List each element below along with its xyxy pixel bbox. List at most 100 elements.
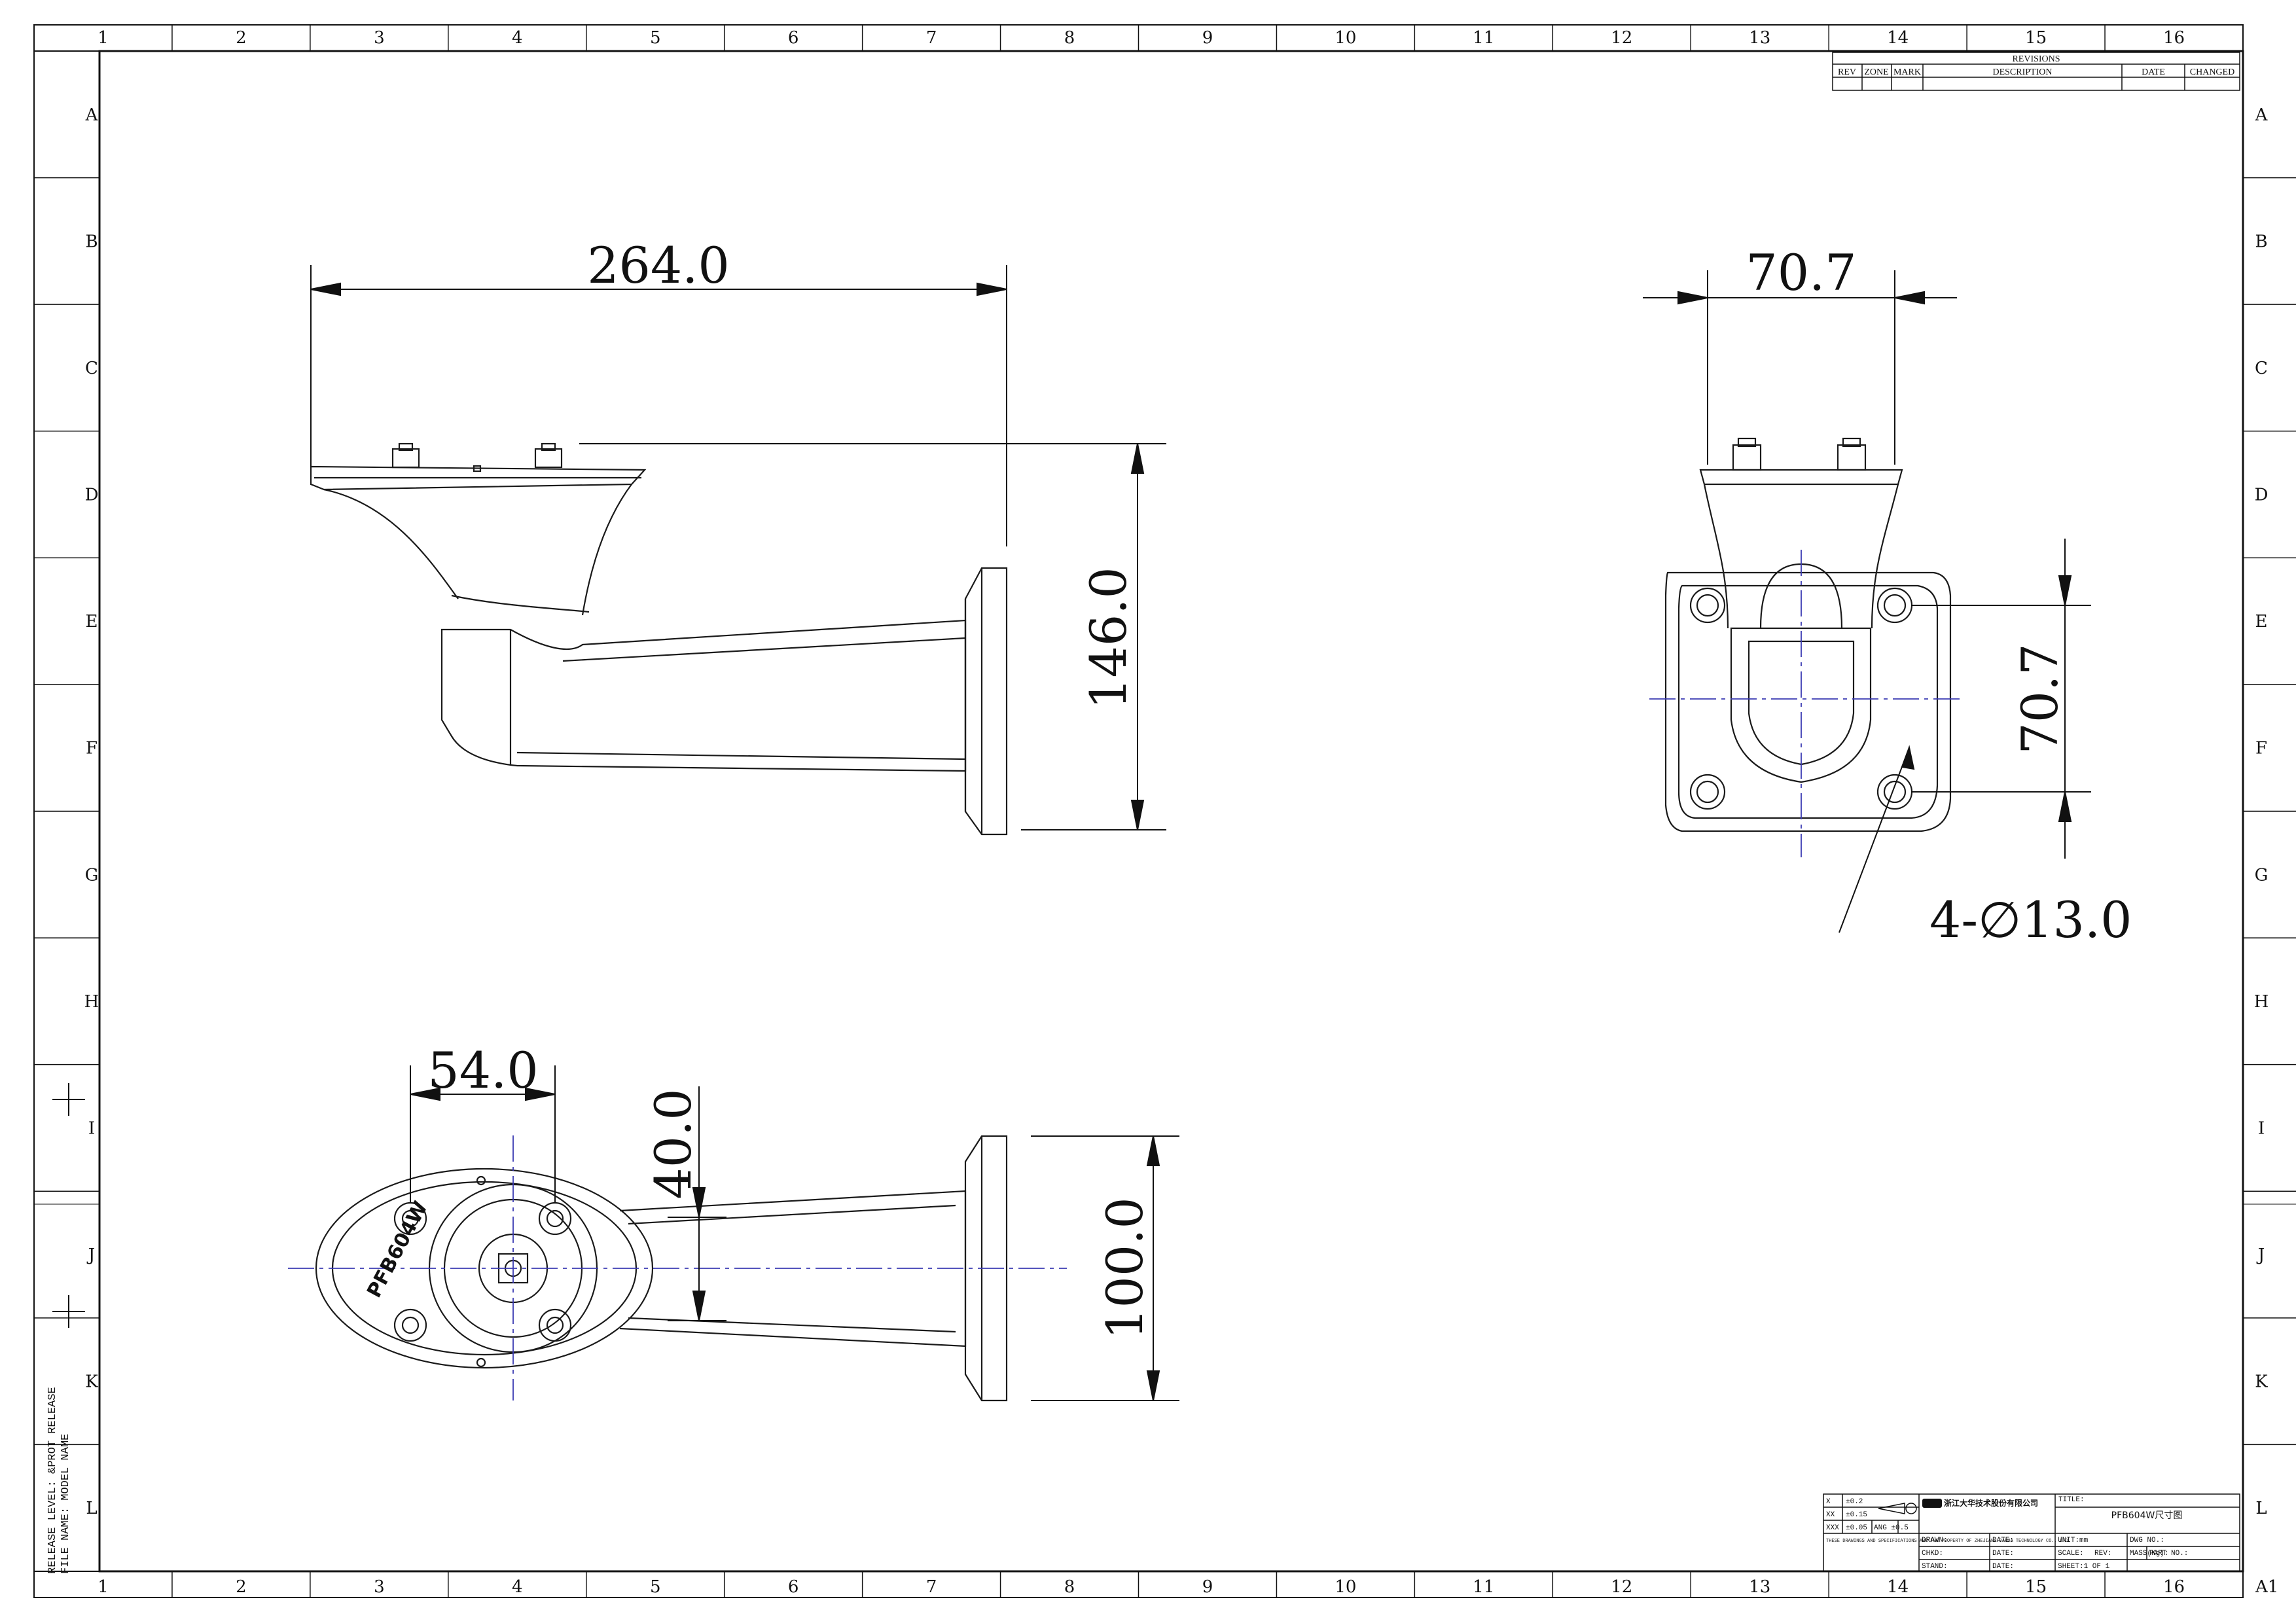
row-label-A: A (2255, 105, 2269, 125)
column-label-15: 15 (2025, 28, 2047, 48)
rev-label: REV: (2094, 1550, 2111, 1558)
dimension-bottom-plate-width: 100.0 (1096, 1197, 1154, 1340)
row-label-K: K (85, 1372, 98, 1392)
column-label-1: 1 (98, 1577, 109, 1597)
row-label-F: F (86, 739, 98, 758)
row-label-B: B (85, 232, 98, 251)
rear-centerlines (1649, 550, 1964, 857)
rear-dimensions (1643, 270, 2091, 933)
part-marking: PFB604W (363, 1198, 433, 1302)
row-label-G: G (85, 865, 99, 885)
unit-label: UNIT:mm (2058, 1537, 2089, 1544)
row-label-B: B (2255, 232, 2267, 251)
row-label-J: J (86, 1245, 95, 1265)
row-label-K: K (2255, 1372, 2268, 1392)
row-label-I: I (88, 1118, 95, 1138)
column-label-11: 11 (1473, 1577, 1494, 1597)
dimension-side-height: 146.0 (1079, 567, 1138, 709)
column-label-8: 8 (1064, 28, 1075, 48)
chkd-label: CHKD: (1922, 1550, 1943, 1558)
column-label-16: 16 (2163, 28, 2185, 48)
dimension-side-length: 264.0 (587, 236, 730, 294)
bottom-dimensions (410, 1065, 1179, 1401)
row-label-C: C (85, 359, 98, 378)
tolerance-cell: XXX (1826, 1524, 1839, 1532)
column-label-13: 13 (1749, 1577, 1770, 1597)
sheet-label: SHEET:1 OF 1 (2058, 1563, 2110, 1571)
date-label-1: DATE: (1992, 1537, 2014, 1544)
drawing-title: PFB604W尺寸图 (2111, 1510, 2183, 1521)
mark-header: MARK (1893, 67, 1921, 77)
column-label-14: 14 (1887, 28, 1909, 48)
row-label-D: D (85, 486, 99, 505)
sheet-size-label: A1 (2255, 1577, 2278, 1597)
row-label-L: L (2255, 1499, 2267, 1518)
row-label-E: E (2255, 612, 2268, 632)
tolerance-cell: ±0.2 (1846, 1498, 1863, 1506)
row-label-D: D (2255, 486, 2269, 505)
tolerance-cell: ANG ±0.5 (1874, 1524, 1909, 1532)
changed-header: CHANGED (2190, 67, 2234, 77)
column-label-9: 9 (1202, 28, 1213, 48)
description-header: DESCRIPTION (1992, 67, 2052, 77)
column-label-2: 2 (236, 1577, 247, 1597)
grid-ticks (34, 25, 2296, 1597)
title-label: TITLE: (2058, 1496, 2085, 1504)
row-label-F: F (2255, 739, 2267, 758)
grid-labels: 1122334455667788991010111112121313141415… (84, 28, 2279, 1597)
zone-header: ZONE (1864, 67, 1888, 77)
column-label-3: 3 (374, 28, 385, 48)
column-label-13: 13 (1749, 28, 1770, 48)
tolerance-cell: XX (1826, 1511, 1835, 1519)
date-label-2: DATE: (1992, 1550, 2014, 1558)
column-label-12: 12 (1611, 28, 1632, 48)
column-label-10: 10 (1335, 28, 1356, 48)
ownership-notice: THESE DRAWINGS AND SPECIFICATIONS ARE TH… (1826, 1539, 2071, 1544)
dimension-rear-top-width: 70.7 (1746, 243, 1856, 302)
registration-marks (34, 811, 2296, 1328)
row-label-I: I (2258, 1118, 2265, 1138)
dimension-rear-holes: 4-∅13.0 (1929, 891, 2132, 949)
column-label-9: 9 (1202, 1577, 1213, 1597)
column-label-5: 5 (650, 1577, 661, 1597)
column-label-1: 1 (98, 28, 109, 48)
column-label-4: 4 (512, 1577, 523, 1597)
side-view (310, 442, 1008, 836)
column-label-11: 11 (1473, 28, 1494, 48)
column-label-3: 3 (374, 1577, 385, 1597)
dwg-no-label: DWG NO.: (2130, 1537, 2164, 1544)
column-label-16: 16 (2163, 1577, 2185, 1597)
mass-label: MASS(Kg): (2130, 1550, 2168, 1558)
revisions-title: REVISIONS (2012, 54, 2060, 64)
column-label-7: 7 (926, 1577, 937, 1597)
rev-header: REV (1838, 67, 1856, 77)
drawn-label: DRAWN: (1922, 1537, 1948, 1544)
column-label-14: 14 (1887, 1577, 1909, 1597)
column-label-2: 2 (236, 28, 247, 48)
date-label-3: DATE: (1992, 1563, 2014, 1571)
row-label-G: G (2255, 865, 2269, 885)
column-label-5: 5 (650, 28, 661, 48)
company-name: 浙江大华技术股份有限公司 (1944, 1498, 2038, 1508)
tolerance-cell: ±0.15 (1846, 1511, 1867, 1519)
tolerance-cell: ±0.05 (1846, 1524, 1867, 1532)
bottom-centerlines (288, 1135, 1067, 1400)
column-label-15: 15 (2025, 1577, 2047, 1597)
row-label-E: E (86, 612, 98, 632)
row-label-C: C (2255, 359, 2268, 378)
scale-label: SCALE: (2058, 1550, 2084, 1558)
row-label-J: J (2256, 1245, 2265, 1265)
column-label-4: 4 (512, 28, 523, 48)
column-label-6: 6 (788, 1577, 799, 1597)
column-label-6: 6 (788, 28, 799, 48)
tolerance-cell: X (1826, 1498, 1831, 1506)
part-no-label: PART NO.: (2149, 1550, 2188, 1558)
dimension-bottom-hole-spacing: 54.0 (427, 1041, 538, 1099)
side-dimensions (310, 265, 1166, 830)
dimension-bottom-arm-width: 40.0 (644, 1088, 702, 1199)
row-label-H: H (84, 992, 99, 1012)
column-label-12: 12 (1611, 1577, 1632, 1597)
release-level-note: RELEASE LEVEL: &PROT RELEASE (46, 1387, 59, 1574)
